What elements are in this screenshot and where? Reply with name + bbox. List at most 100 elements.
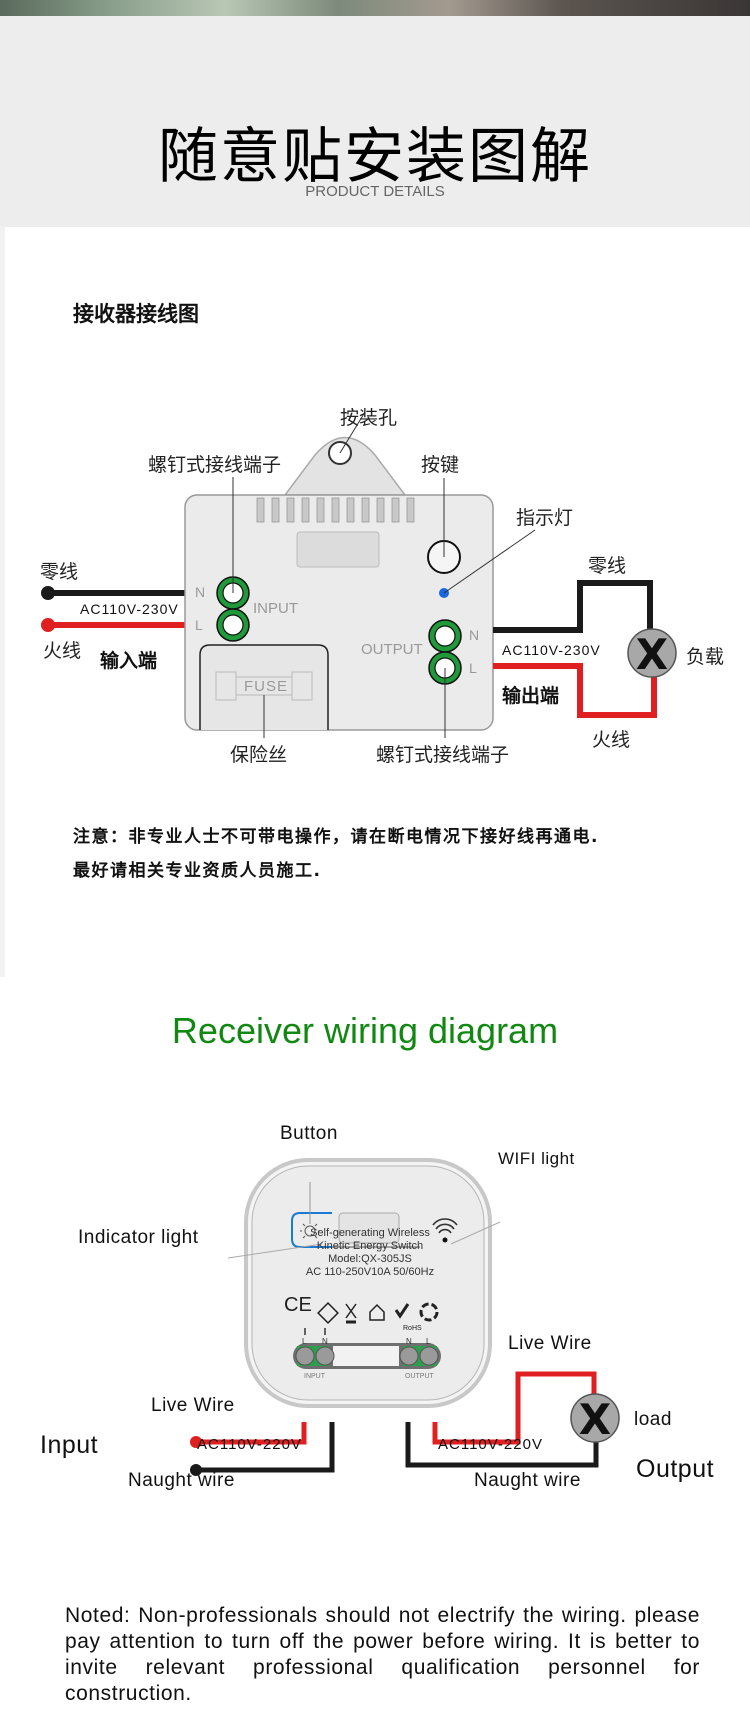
vent-slots bbox=[256, 497, 415, 523]
label-live-wire-in: Live Wire bbox=[151, 1395, 235, 1416]
marking-fuse: FUSE bbox=[244, 678, 289, 695]
label-neutral-right: 零线 bbox=[588, 555, 627, 577]
dev-input-marking: INPUT bbox=[304, 1373, 325, 1380]
dev-out-l: L bbox=[426, 1337, 431, 1346]
wifi-icon bbox=[432, 1218, 458, 1234]
label-window bbox=[296, 531, 380, 568]
marking-l-out: L bbox=[469, 660, 477, 676]
label-fuse: 保险丝 bbox=[230, 744, 288, 766]
label-neutral-left: 零线 bbox=[40, 561, 79, 583]
device-line-2: Kinetic Energy Switch bbox=[316, 1240, 424, 1252]
button-outline bbox=[291, 1212, 332, 1248]
label-naught-wire-in: Naught wire bbox=[128, 1470, 235, 1491]
marking-n-in: N bbox=[195, 584, 206, 600]
en-wiring-diagram: X bbox=[190, 1158, 620, 1476]
screw-in-n bbox=[315, 1346, 335, 1366]
label-output: Output bbox=[636, 1455, 715, 1483]
svg-text:X: X bbox=[579, 1395, 611, 1444]
device-line-3: Model:QX-305JS bbox=[328, 1253, 412, 1265]
leader-indicator bbox=[443, 529, 536, 594]
cn-input-live-terminal bbox=[41, 618, 55, 632]
en-input-live-terminal bbox=[190, 1436, 202, 1448]
dev-out-n: N bbox=[406, 1337, 412, 1346]
leader-mounting-hole bbox=[339, 411, 366, 454]
device-printed-text: Self-generating Wireless Kinetic Energy … bbox=[280, 1227, 460, 1279]
label-output-end: 输出端 bbox=[502, 685, 560, 707]
en-input-neutral-terminal bbox=[190, 1464, 202, 1476]
label-input: Input bbox=[40, 1431, 99, 1459]
en-input-neutral-wire bbox=[196, 1422, 335, 1473]
left-edge-strip bbox=[0, 227, 5, 977]
label-live-right: 火线 bbox=[592, 729, 631, 751]
marking-input: INPUT bbox=[253, 600, 298, 617]
label-voltage-out-en: AC110V-220V bbox=[438, 1436, 543, 1453]
cn-input-neutral-terminal bbox=[41, 586, 55, 600]
recycle-icon bbox=[419, 1302, 439, 1322]
bulb-icon bbox=[300, 1220, 320, 1239]
label-screw-terminal-top: 螺钉式接线端子 bbox=[148, 454, 282, 476]
indoor-use-icon bbox=[369, 1303, 385, 1321]
dev-in-n: N bbox=[322, 1337, 328, 1346]
weee-bin-icon bbox=[345, 1303, 357, 1319]
leader-wifi-en bbox=[450, 1221, 501, 1245]
screw-out-n bbox=[399, 1346, 419, 1366]
marking-n-out: N bbox=[469, 627, 480, 643]
terminal-bridge bbox=[333, 1346, 399, 1366]
label-mounting-hole: 按装孔 bbox=[340, 407, 398, 429]
label-live-left: 火线 bbox=[43, 640, 82, 662]
label-voltage-in-en: AC110V-220V bbox=[197, 1436, 302, 1453]
page-subtitle: PRODUCT DETAILS bbox=[305, 183, 445, 200]
fuse-compartment bbox=[199, 644, 329, 730]
en-output-neutral-wire bbox=[405, 1422, 599, 1468]
en-safety-note: Noted: Non-professionals should not elec… bbox=[65, 1604, 700, 1705]
marking-output: OUTPUT bbox=[361, 641, 423, 658]
svg-text:X: X bbox=[636, 630, 668, 679]
en-input-live-wire bbox=[196, 1422, 307, 1445]
en-output-live-wire bbox=[432, 1371, 597, 1445]
screw-out-l bbox=[419, 1346, 439, 1366]
terminal-arrows bbox=[304, 1328, 326, 1335]
en-load-lamp-icon: X bbox=[570, 1393, 620, 1444]
ce-mark-icon: CE bbox=[284, 1294, 312, 1316]
page-header bbox=[0, 16, 750, 227]
cn-note-line-1: 注意：非专业人士不可带电操作，请在断电情况下接好线再通电. bbox=[73, 827, 599, 847]
rohs-check-icon bbox=[394, 1303, 410, 1319]
dev-output-marking: OUTPUT bbox=[405, 1373, 434, 1380]
mounting-tab bbox=[283, 436, 407, 496]
rohs-label: RoHS bbox=[403, 1325, 422, 1332]
header-photo-strip bbox=[0, 0, 750, 16]
dev-in-l: L bbox=[302, 1337, 307, 1346]
page-title: 随意贴安装图解 bbox=[158, 122, 592, 192]
cert-icons bbox=[317, 1302, 439, 1324]
label-button-cn: 按键 bbox=[421, 454, 460, 476]
label-load-en: load bbox=[634, 1409, 672, 1430]
screw-in-l bbox=[295, 1346, 315, 1366]
cn-wiring-diagram: X bbox=[41, 411, 677, 738]
wifi-led bbox=[442, 1237, 448, 1243]
label-load-cn: 负载 bbox=[686, 646, 725, 668]
cn-note-line-2: 最好请相关专业资质人员施工. bbox=[73, 861, 322, 881]
label-live-wire-out: Live Wire bbox=[508, 1333, 592, 1354]
label-naught-wire-out: Naught wire bbox=[474, 1470, 581, 1491]
device-line-1: Self-generating Wireless bbox=[310, 1227, 430, 1239]
label-voltage-in-cn: AC110V-230V bbox=[80, 601, 179, 617]
label-voltage-out-cn: AC110V-230V bbox=[502, 642, 601, 658]
cn-output-live-wire bbox=[493, 663, 657, 718]
leader-indicator-en bbox=[227, 1243, 323, 1259]
double-insulation-icon bbox=[317, 1302, 339, 1324]
en-section-heading: Receiver wiring diagram bbox=[171, 1010, 559, 1051]
cn-load-lamp-icon: X bbox=[627, 628, 677, 679]
label-indicator-cn: 指示灯 bbox=[516, 507, 574, 529]
marking-l-in: L bbox=[195, 617, 203, 633]
cn-output-neutral-wire bbox=[493, 580, 653, 633]
label-button-en: Button bbox=[280, 1123, 338, 1144]
label-input-end: 输入端 bbox=[100, 650, 158, 672]
device-line-4: AC 110-250V10A 50/60Hz bbox=[305, 1266, 435, 1278]
label-screw-terminal-bottom: 螺钉式接线端子 bbox=[376, 744, 510, 766]
label-wifi-light: WIFI light bbox=[498, 1149, 575, 1168]
label-indicator-light: Indicator light bbox=[78, 1227, 199, 1248]
cn-safety-note: 注意：非专业人士不可带电操作，请在断电情况下接好线再通电. 最好请相关专业资质人… bbox=[73, 820, 599, 888]
receiver-device-face bbox=[251, 1165, 485, 1401]
label-window-en bbox=[338, 1212, 400, 1244]
cn-section-heading: 接收器接线图 bbox=[73, 302, 199, 326]
